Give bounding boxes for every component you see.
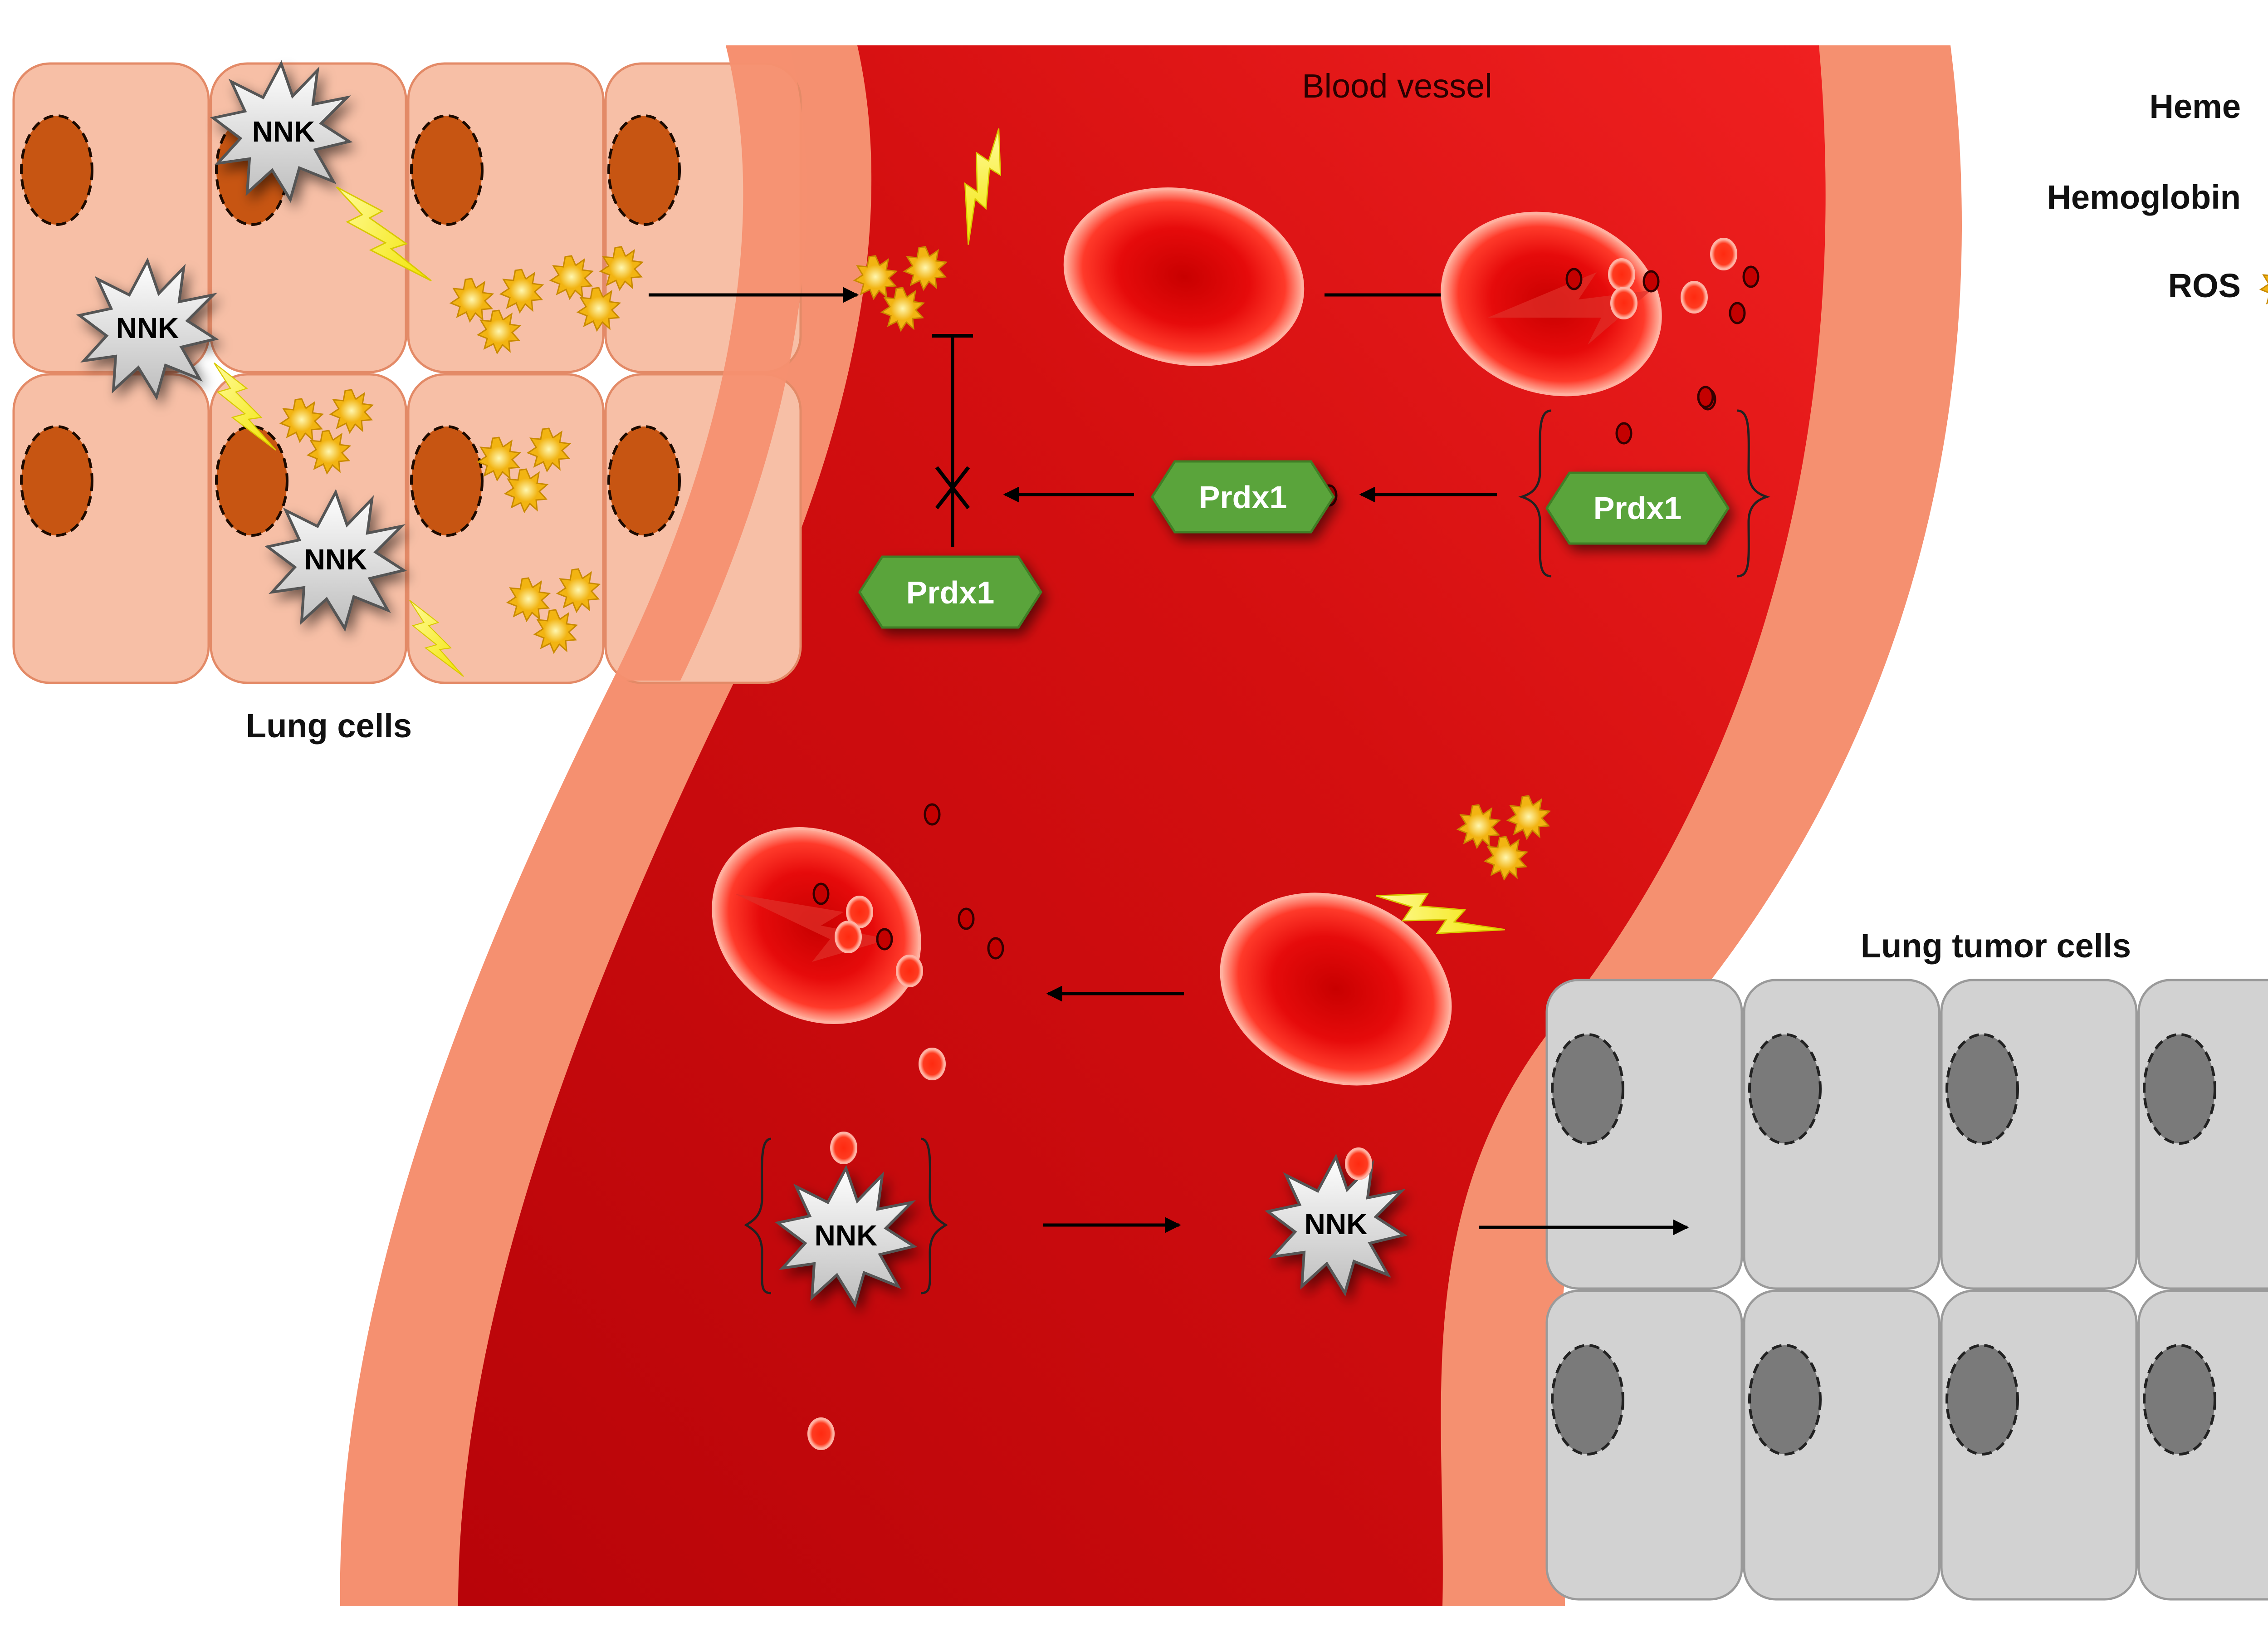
lung-nucleus: [215, 425, 288, 537]
nnk-label: NNK: [252, 115, 315, 148]
heme-icon: [925, 804, 939, 824]
hemoglobin-icon: [807, 1417, 835, 1450]
top-pathway: Prdx1 Prdx1 Prdx1: [649, 127, 1770, 627]
tumor-nucleus: [1945, 1344, 2019, 1456]
heme-icon: [814, 884, 828, 904]
heme-icon: [1698, 387, 1713, 407]
hemoglobin-icon: [830, 1132, 857, 1164]
hemoglobin-icon: [1681, 281, 1708, 314]
nnk-label: NNK: [815, 1219, 878, 1252]
red-blood-cell: [1220, 892, 1452, 1086]
lung-cells-label: Lung cells: [246, 707, 412, 745]
bottom-pathway: NNK NNK: [712, 789, 1689, 1450]
red-blood-cell: [1063, 187, 1305, 366]
legend-ros-label: ROS: [2168, 267, 2241, 304]
lung-nucleus: [410, 114, 484, 226]
bracket-left: [744, 1137, 772, 1294]
lung-nucleus: [20, 114, 93, 226]
lung-nnk-events: NNK NNK NNK: [79, 64, 642, 677]
bracket-right: [920, 1137, 948, 1294]
heme-icon: [988, 938, 1003, 958]
bracket-right: [1737, 409, 1770, 578]
bracket-left: [1518, 409, 1552, 578]
prdx1-label: Prdx1: [906, 575, 995, 610]
lung-nucleus: [410, 425, 484, 537]
blood-vessel-label: Blood vessel: [1302, 67, 1492, 105]
tumor-nucleus: [1551, 1344, 1624, 1456]
ruptured-red-blood-cell: [712, 789, 1003, 1080]
tumor-nucleus: [1748, 1033, 1822, 1145]
ruptured-red-blood-cell: [1441, 211, 1758, 443]
heme-icon: [1730, 303, 1745, 323]
heme-icon: [959, 909, 973, 929]
lung-nucleus: [607, 114, 681, 226]
hemoglobin-icon: [1710, 238, 1737, 270]
lung-tumor-cells-group: [1545, 979, 2268, 1601]
ros-icon: [2260, 264, 2268, 309]
heme-icon: [1567, 269, 1581, 289]
heme-icon: [1744, 267, 1758, 287]
heme-icon: [877, 929, 892, 949]
prdx1-label: Prdx1: [1593, 490, 1682, 526]
hemoglobin-icon: [1610, 287, 1637, 319]
tumor-nucleus: [2143, 1344, 2216, 1456]
lung-nucleus: [607, 425, 681, 537]
lung-tumor-cells-label: Lung tumor cells: [1861, 927, 2131, 965]
vessel-lumen: [458, 45, 1826, 1606]
heme-icon: [1617, 423, 1631, 443]
legend: Heme Hemoglobin ROS: [2047, 88, 2268, 309]
nnk-label: NNK: [116, 312, 179, 344]
hemoglobin-icon: [919, 1048, 946, 1080]
prdx1-label: Prdx1: [1199, 480, 1287, 515]
lung-nucleus: [20, 425, 93, 537]
hemoglobin-icon: [1608, 258, 1635, 291]
tumor-nucleus: [1748, 1344, 1822, 1456]
heme-icon: [1644, 271, 1658, 291]
tumor-nucleus: [1551, 1033, 1624, 1145]
hemoglobin-icon: [896, 955, 923, 987]
tumor-nucleus: [2143, 1033, 2216, 1145]
legend-hemoglobin-label: Hemoglobin: [2047, 178, 2241, 216]
tumor-nucleus: [1945, 1033, 2019, 1145]
hemoglobin-icon: [835, 921, 862, 953]
legend-heme-label: Heme: [2149, 88, 2241, 125]
nnk-label: NNK: [1305, 1208, 1368, 1240]
hemoglobin-icon: [1345, 1147, 1372, 1180]
nnk-label: NNK: [304, 543, 367, 576]
